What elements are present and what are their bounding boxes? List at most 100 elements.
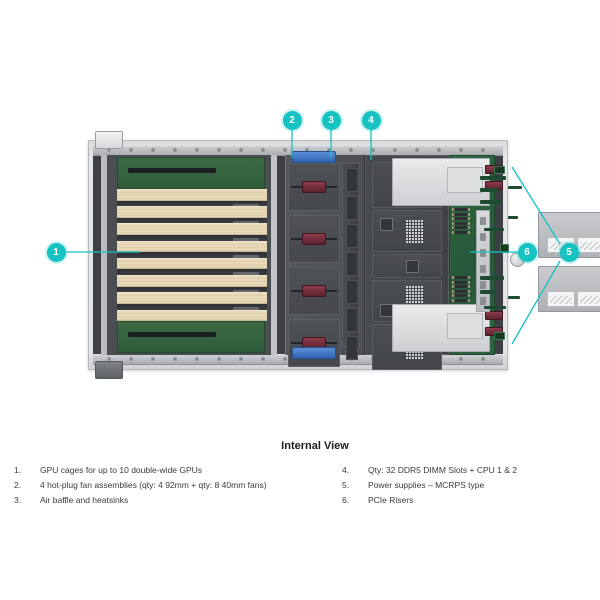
cpu1-label-2	[577, 237, 600, 253]
baffle-cell	[372, 210, 442, 252]
cmos-battery	[510, 252, 525, 267]
dimm-slot	[452, 276, 470, 279]
gpu-card	[117, 309, 267, 322]
cpu2-label-2	[577, 291, 600, 307]
rail-screw	[459, 357, 463, 361]
gpu-card	[117, 206, 267, 218]
rail-screw	[217, 148, 221, 152]
rail-screw	[459, 148, 463, 152]
rail-screw	[305, 148, 309, 152]
server-chassis	[88, 131, 600, 379]
rail-screw	[481, 148, 485, 152]
fan-connector	[302, 181, 326, 193]
legend-item: 1. GPU cages for up to 10 double-wide GP…	[14, 463, 334, 478]
fan-assembly[interactable]	[288, 267, 340, 315]
board-trace	[508, 186, 522, 189]
cpu1-label	[547, 237, 575, 253]
legend-text: Air baffle and heatsinks	[40, 495, 129, 505]
server-internal-view-diagram: 1 2 3 4 5 6	[46, 110, 600, 379]
callout-bubble-4[interactable]: 4	[361, 110, 381, 130]
figure-title: Internal View	[281, 440, 349, 452]
dimm-slot	[452, 230, 470, 234]
board-trace	[480, 200, 502, 204]
legend-text: 4 hot-plug fan assemblies (qty: 4 92mm +…	[40, 480, 267, 490]
legend-number: 6.	[342, 495, 350, 505]
fan-label-tag	[346, 168, 358, 192]
legend-number: 5.	[342, 480, 350, 490]
chassis-interior	[93, 131, 600, 379]
legend-number: 2.	[14, 480, 22, 490]
dimm-slot	[452, 217, 470, 221]
legend-item: 5. Power supplies – MCRPS type	[342, 478, 598, 493]
fan-assembly[interactable]	[288, 215, 340, 263]
rail-screw	[129, 148, 133, 152]
fan-label-tag	[346, 308, 358, 332]
gpu-card	[117, 189, 267, 201]
pcie-riser-slot	[480, 233, 486, 241]
power-supply-top	[392, 158, 503, 206]
dimm-slot	[452, 212, 470, 216]
rail-screw	[239, 357, 243, 361]
board-chip	[500, 244, 509, 253]
callout-bubble-2[interactable]: 2	[282, 110, 302, 130]
fan-connector-strip	[342, 163, 360, 360]
cpu1-heatsink	[538, 212, 600, 258]
gpu-backplane-top	[117, 157, 265, 189]
board-trace	[480, 290, 496, 294]
dimm-slot	[452, 207, 470, 211]
power-supply-bottom	[392, 304, 503, 352]
fan-assembly[interactable]	[288, 163, 340, 211]
fan-assembly-bay	[285, 151, 365, 367]
psu-bottom-panel	[447, 313, 483, 339]
callout-bubble-3[interactable]: 3	[321, 110, 341, 130]
rail-screw	[173, 148, 177, 152]
gpu-backplane-bottom	[117, 321, 265, 353]
heatsink-pin-grid	[406, 220, 423, 243]
gpu-slot-divider	[117, 200, 267, 208]
callout-bubble-1[interactable]: 1	[46, 242, 66, 262]
legend-text: PCIe Risers	[368, 495, 414, 505]
fan-connector	[302, 233, 326, 245]
fan-label-tag	[346, 196, 358, 220]
gpu-slot-stack	[117, 189, 267, 322]
board-trace	[480, 188, 498, 192]
rail-screw	[195, 357, 199, 361]
dimm-slot	[452, 298, 470, 302]
board-trace	[508, 296, 520, 299]
gpu-cage-assembly	[101, 155, 277, 355]
board-trace	[508, 216, 518, 219]
gpu-card	[117, 257, 267, 270]
rail-screw	[129, 357, 133, 361]
rail-screw	[107, 148, 111, 152]
dimm-slot	[452, 226, 470, 230]
rail-screw	[151, 148, 155, 152]
pcie-riser-slot	[480, 249, 486, 257]
rail-screw	[481, 357, 485, 361]
fan-label-tag	[346, 336, 358, 360]
legend-item: 6. PCIe Risers	[342, 493, 598, 508]
chassis-latch-bottom-left	[95, 361, 123, 379]
rail-screw	[239, 148, 243, 152]
cpu2-heatsink	[538, 266, 600, 312]
gpu-card	[117, 240, 267, 253]
psu-top-panel	[447, 167, 483, 193]
system-board	[392, 155, 600, 355]
dimm-slot	[452, 285, 470, 289]
board-trace	[480, 276, 504, 280]
fan-assembly[interactable]	[288, 319, 340, 367]
rail-screw	[261, 357, 265, 361]
dimm-slot	[452, 280, 470, 284]
pcie-riser-slot	[480, 265, 486, 273]
rail-screw	[173, 357, 177, 361]
gpu-card	[117, 223, 267, 235]
legend-text: Power supplies – MCRPS type	[368, 480, 485, 490]
fan-label-tag	[346, 280, 358, 304]
fan-release-tab-bottom	[292, 347, 336, 359]
gpu-slot-divider	[117, 269, 267, 277]
rail-screw	[371, 148, 375, 152]
pcie-riser-slot	[480, 297, 486, 305]
gpu-slot-divider	[117, 217, 267, 225]
chassis-latch-top-left	[95, 131, 123, 149]
rail-screw	[195, 148, 199, 152]
